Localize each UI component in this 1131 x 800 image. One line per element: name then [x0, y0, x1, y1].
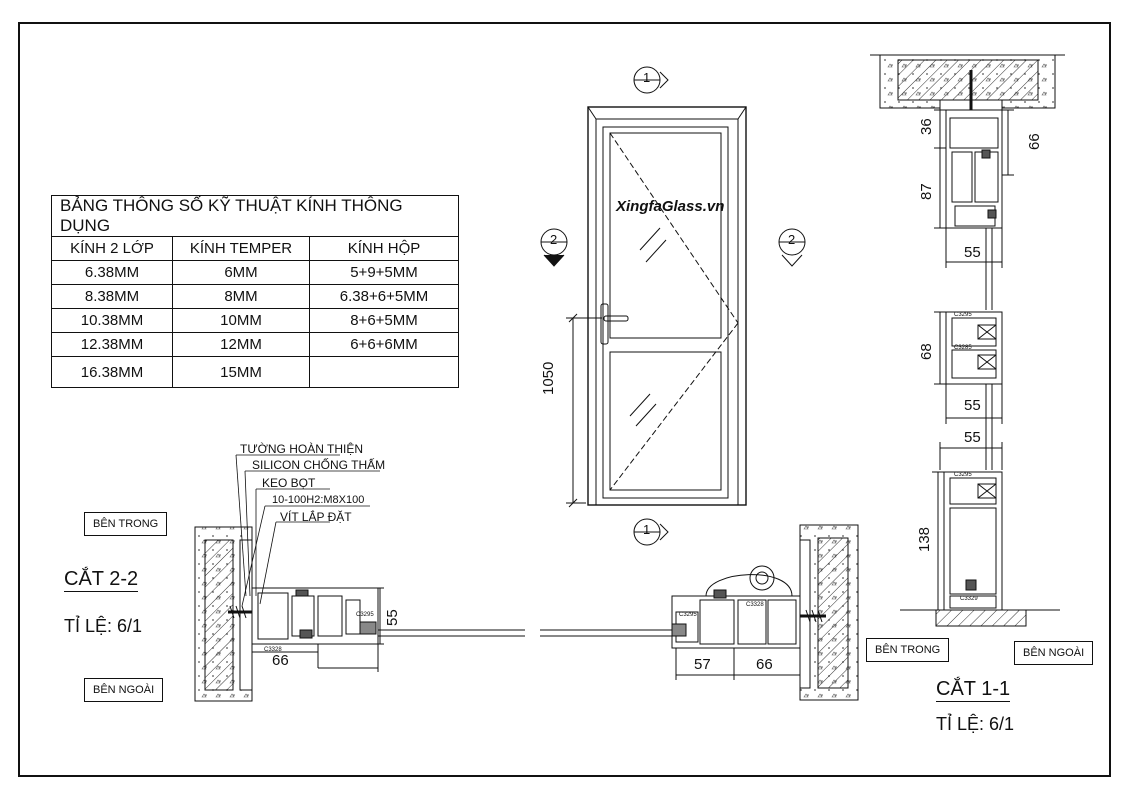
- callout-screw: VÍT LẮP ĐẶT: [280, 510, 352, 524]
- table-cell: 12.38MM: [51, 332, 173, 357]
- table-cell: 16.38MM: [51, 356, 173, 388]
- dim-bot-width: 55: [964, 429, 981, 446]
- handle-height-dim: 1050: [540, 361, 557, 395]
- section-marker-1-top: 1: [643, 70, 651, 85]
- table-cell: 8MM: [172, 284, 310, 309]
- table-row: 16.38MM 15MM: [51, 356, 459, 388]
- table-cell: 6.38MM: [51, 260, 173, 285]
- dim-left-frame: 66: [272, 652, 289, 669]
- watermark-text: XingfaGlass.vn: [616, 198, 725, 215]
- dim-top-c: 87: [918, 183, 935, 200]
- section-1-1-top-profile: [934, 109, 1014, 310]
- table-row: 8.38MM 8MM 6.38+6+5MM: [51, 284, 459, 309]
- section-2-2-right-wall: [799, 524, 859, 701]
- dim-sash: 57: [694, 656, 711, 673]
- section-marker-1-bottom: 1: [643, 522, 651, 537]
- table-row: 10.38MM 10MM 8+6+5MM: [51, 308, 459, 333]
- outside-label-1-1: BÊN NGOÀI: [1014, 641, 1094, 665]
- profile-code: C3328: [264, 647, 282, 653]
- spec-header-insulated: KÍNH HỘP: [309, 236, 459, 261]
- callout-leaders: [235, 454, 380, 607]
- dim-mid-height: 68: [918, 343, 935, 360]
- profile-code: C3285: [954, 345, 972, 351]
- dim-height: 55: [384, 609, 401, 626]
- spec-table-title: BẢNG THÔNG SỐ KỸ THUẬT KÍNH THÔNG DỤNG: [51, 195, 459, 237]
- callout-foam: KEO BỌT: [262, 476, 316, 490]
- table-cell: 10.38MM: [51, 308, 173, 333]
- profile-code: C3295: [679, 612, 697, 618]
- table-cell: 6.38+6+5MM: [309, 284, 459, 309]
- section-1-1-head: [870, 54, 1065, 111]
- profile-code: C3328: [746, 602, 764, 608]
- table-cell: 6+6+6MM: [309, 332, 459, 357]
- dim-mid-width: 55: [964, 397, 981, 414]
- outside-label-2-2: BÊN NGOÀI: [84, 678, 164, 702]
- section-markers: [540, 66, 806, 546]
- drawing-frame: [18, 22, 1111, 777]
- inside-label-1-1: BÊN TRONG: [866, 638, 950, 662]
- section-2-2-left-wall: [194, 526, 253, 702]
- callout-silicone: SILICON CHỐNG THẤM: [252, 458, 386, 472]
- section-marker-2-right: 2: [788, 232, 796, 247]
- table-cell: 15MM: [172, 356, 310, 388]
- spec-header-tempered: KÍNH TEMPER: [172, 236, 310, 261]
- dim-top-b: 66: [1026, 133, 1043, 150]
- dim-right-frame: 66: [756, 656, 773, 673]
- section-1-1-mid-profile: [934, 311, 1003, 470]
- section-1-1-bottom-profile: [932, 442, 1003, 611]
- table-cell: 6MM: [172, 260, 310, 285]
- profile-code: C3295: [954, 312, 972, 318]
- spec-header-laminated: KÍNH 2 LỚP: [51, 236, 173, 261]
- profile-code: C3295: [954, 472, 972, 478]
- dim-bot-height: 138: [916, 526, 933, 552]
- table-cell: 12MM: [172, 332, 310, 357]
- section-1-1-title: CẮT 1-1: [936, 678, 1011, 702]
- dim-top-a: 36: [918, 118, 935, 135]
- table-row: 6.38MM 6MM 5+9+5MM: [51, 260, 459, 285]
- table-row: 12.38MM 12MM 6+6+6MM: [51, 332, 459, 357]
- callout-anchor: 10-100H2:M8X100: [272, 494, 365, 506]
- dim-top-width: 55: [964, 244, 981, 261]
- profile-code: C3329: [960, 596, 978, 602]
- profile-code: C3295: [356, 612, 374, 618]
- section-2-2-left-frame: [228, 587, 525, 672]
- table-cell: [309, 356, 459, 388]
- section-2-2-right-frame: [540, 565, 826, 680]
- callout-wall: TƯỜNG HOÀN THIỆN: [240, 442, 363, 456]
- section-2-2-scale: TỈ LỆ: 6/1: [64, 616, 143, 636]
- table-cell: 8.38MM: [51, 284, 173, 309]
- glass-spec-table: BẢNG THÔNG SỐ KỸ THUẬT KÍNH THÔNG DỤNG K…: [51, 195, 459, 388]
- door-elevation: [566, 106, 747, 508]
- section-1-1-sill: [900, 609, 1060, 627]
- section-2-2-title: CẮT 2-2: [64, 568, 139, 592]
- inside-label-2-2: BÊN TRONG: [84, 512, 168, 536]
- table-cell: 10MM: [172, 308, 310, 333]
- table-cell: 5+9+5MM: [309, 260, 459, 285]
- section-1-1-scale: TỈ LỆ: 6/1: [936, 714, 1015, 734]
- section-marker-2-left: 2: [550, 232, 558, 247]
- table-cell: 8+6+5MM: [309, 308, 459, 333]
